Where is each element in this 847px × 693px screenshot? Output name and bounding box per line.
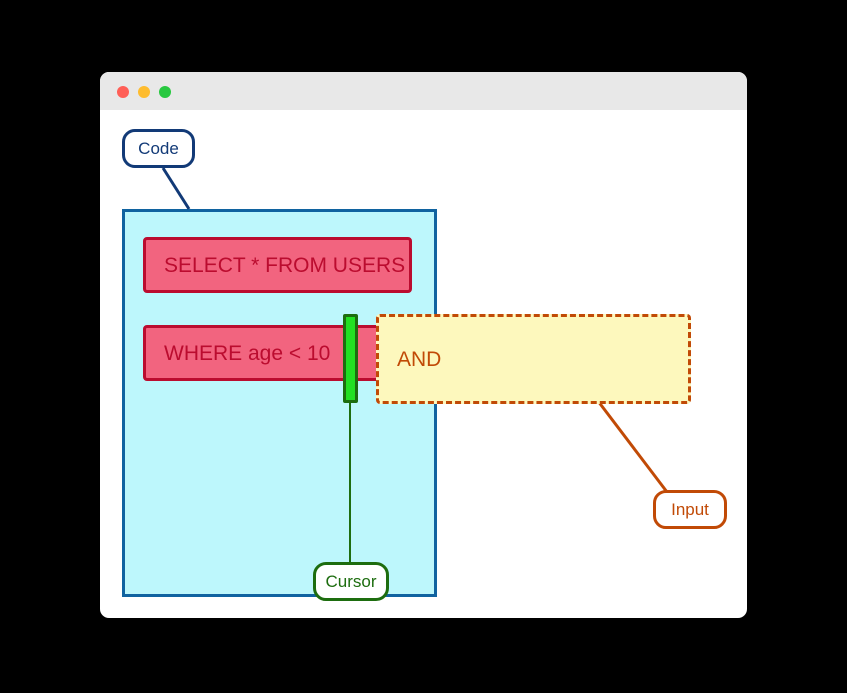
callout-label-cursor: Cursor bbox=[313, 562, 389, 601]
code-line[interactable]: SELECT * FROM USERS bbox=[143, 237, 412, 293]
app-window: SELECT * FROM USERS WHERE age < 10 AND C… bbox=[100, 72, 747, 618]
input-callout-connector bbox=[596, 400, 669, 493]
callout-label-input: Input bbox=[653, 490, 727, 529]
maximize-window-icon[interactable] bbox=[159, 86, 171, 98]
input-overlay[interactable]: AND bbox=[376, 314, 691, 404]
code-callout-connector bbox=[161, 167, 191, 210]
callout-label-code: Code bbox=[122, 129, 195, 168]
code-line[interactable]: WHERE age < 10 bbox=[143, 325, 380, 381]
window-content-area: SELECT * FROM USERS WHERE age < 10 AND C… bbox=[100, 110, 747, 618]
close-window-icon[interactable] bbox=[117, 86, 129, 98]
text-cursor-caret bbox=[343, 314, 358, 403]
window-title-bar bbox=[100, 72, 747, 110]
minimize-window-icon[interactable] bbox=[138, 86, 150, 98]
